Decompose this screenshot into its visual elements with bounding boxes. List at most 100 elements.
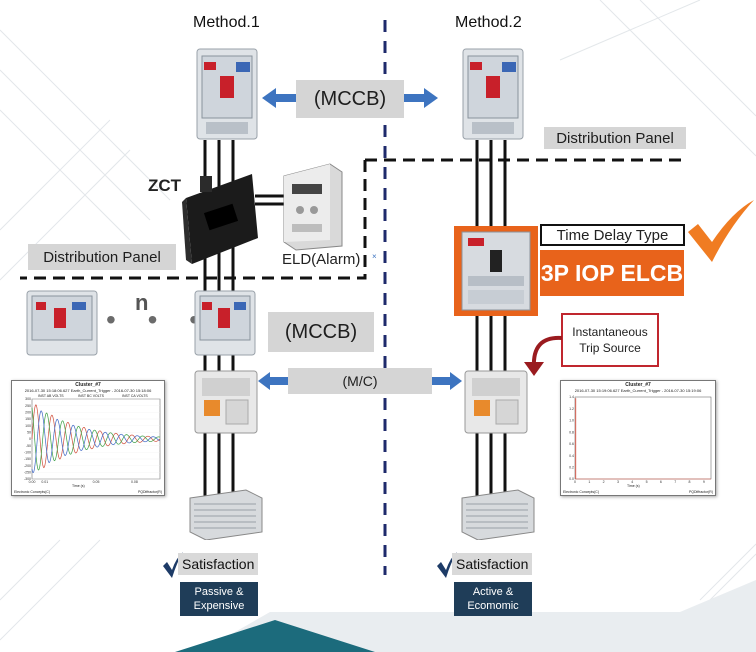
chart-left-plot: 300 250 200 150 100 50 0 -50 -100 -150 -200 -250 -30… [24, 397, 161, 484]
method1-title: Method.1 [193, 14, 260, 31]
chart-left-ytick: -250 [24, 471, 31, 475]
chart-left-legend-1: INST BC VOLTS [78, 394, 104, 398]
chart-left-subtitle: 2016-07-30 15:18:06.627 Earth_Current_Tr… [24, 388, 152, 393]
method2-title: Method.2 [455, 14, 522, 31]
contactor-left-image [194, 370, 258, 434]
chart-right-xlabel: Time (s) [627, 484, 640, 488]
chart-right-xtick: 5 [646, 480, 648, 484]
chart-right-ytick: 0.4 [569, 454, 574, 458]
chart-right-xtick: 8 [689, 480, 691, 484]
mccb-top-right-image [462, 48, 524, 140]
chart-right-xtick: 9 [703, 480, 705, 484]
chart-right-ytick: 0.2 [569, 465, 574, 469]
elcb-label: 3P IOP ELCB [540, 250, 684, 296]
mccb-small-image [26, 290, 98, 356]
chart-left-xtick: 0.01 [41, 480, 48, 484]
chart-right-footer-right: PQDiffractor(R) [688, 490, 713, 494]
chart-left-series-2 [31, 410, 161, 474]
distribution-panel-left: Distribution Panel [28, 244, 176, 270]
chart-right-ytick: 1.4 [569, 395, 574, 399]
footer-right-line1: Active & [472, 586, 514, 598]
chart-right-xtick: 0 [574, 480, 576, 484]
chart-right-xtick: 2 [603, 480, 605, 484]
time-delay-label: Time Delay Type [540, 224, 685, 246]
chart-left-ytick: -50 [26, 444, 31, 448]
chart-right-xtick: 6 [660, 480, 662, 484]
dots-marker: • • • [106, 304, 211, 335]
chart-left-ytick: 200 [25, 411, 31, 415]
mc-label: (M/C) [288, 368, 432, 394]
chart-right-ytick: 0.0 [569, 477, 574, 481]
chart-left-xtick: 0.08 [131, 480, 138, 484]
checkmark-icon [688, 200, 754, 262]
chart-right-plot: 1.4 1.2 1.0 0.8 0.6 0.4 0.2 0.00 1 2 3 4 5 6 7 8 9 [569, 395, 712, 484]
chart-right-xtick: 4 [631, 480, 633, 484]
footer-left-line2: Expensive [193, 600, 245, 612]
chart-left-series-1 [31, 407, 161, 471]
chart-left-ytick: 300 [25, 397, 31, 401]
chart-left-xlabel: Time (s) [72, 484, 85, 488]
arrow-icon [432, 372, 462, 390]
chart-left-ytick: -200 [24, 464, 31, 468]
zct-label: ZCT [148, 176, 182, 195]
instant-trip-line2: Trip Source [579, 341, 641, 355]
chart-right-ytick: 0.6 [569, 442, 574, 446]
instant-trip-box: Instantaneous Trip Source [561, 313, 659, 367]
chart-right-title: Cluster_#7 [625, 382, 651, 388]
cooling-unit-right-image [461, 489, 535, 540]
chart-left-title: Cluster_#7 [75, 382, 101, 388]
zct-image [182, 174, 258, 264]
chart-right: Cluster_#7 2016-07-30 15:19:06.627 Earth… [560, 380, 716, 496]
elcb-device-image [454, 226, 538, 316]
chart-right-xtick: 7 [674, 480, 676, 484]
x-mark: × [372, 252, 377, 261]
chart-left-series-0 [31, 404, 161, 469]
instant-trip-line1: Instantaneous [572, 325, 648, 339]
chart-left-ytick: 250 [25, 404, 31, 408]
chart-right-footer-left: Electronic Concepts(C) [563, 490, 599, 494]
chart-left-legend-2: INST CA VOLTS [122, 394, 148, 398]
chart-left: Cluster_#7 2016-07-30 15:18:06.627 Earth… [11, 380, 165, 496]
chart-right-subtitle: 2016-07-30 15:19:06.627 Earth_Current_Tr… [574, 388, 702, 393]
curved-arrow-icon [524, 335, 563, 376]
mccb-mid-image [194, 290, 256, 356]
footer-left-line1: Passive & [194, 586, 244, 598]
eld-image [283, 163, 343, 251]
footer-left-box: Passive & Expensive [180, 582, 258, 616]
mccb-top-label: (MCCB) [296, 80, 404, 118]
footer-right-line2: Ecomomic [467, 600, 519, 612]
arrow-icon [262, 88, 296, 108]
satisfaction-right: Satisfaction [452, 553, 532, 575]
chart-left-ytick: 100 [25, 424, 31, 428]
chart-left-ytick: -150 [24, 457, 31, 461]
distribution-panel-right: Distribution Panel [544, 127, 686, 149]
n-marker: n [135, 290, 149, 315]
chart-right-ytick: 1.0 [569, 419, 574, 423]
chart-right-xtick: 3 [617, 480, 619, 484]
chart-left-legend-0: INST AB VOLTS [38, 394, 64, 398]
arrow-icon [404, 88, 438, 108]
chart-left-ytick: 150 [25, 417, 31, 421]
bottom-triangle [175, 620, 375, 652]
chart-left-ytick: -100 [24, 451, 31, 455]
chart-left-ytick: 50 [27, 431, 31, 435]
chart-right-xtick: 1 [588, 480, 590, 484]
chart-right-frame [574, 396, 712, 480]
cooling-unit-left-image [189, 489, 263, 540]
satisfaction-left: Satisfaction [178, 553, 258, 575]
chart-right-ytick: 0.8 [569, 430, 574, 434]
mccb-top-left-image [196, 48, 258, 140]
chart-left-ytick: -300 [24, 477, 31, 481]
chart-left-ytick: 0 [29, 437, 31, 441]
eld-label: ELD(Alarm) [282, 251, 361, 268]
contactor-right-image [464, 370, 528, 434]
chart-left-footer-right: PQDiffractor(R) [137, 490, 162, 494]
chart-left-footer-left: Electronic Concepts(C) [14, 490, 50, 494]
chart-left-xtick: 0.00 [29, 480, 36, 484]
chart-right-ytick: 1.2 [569, 407, 574, 411]
arrow-icon [258, 372, 288, 390]
mccb-mid-label: (MCCB) [268, 312, 374, 352]
